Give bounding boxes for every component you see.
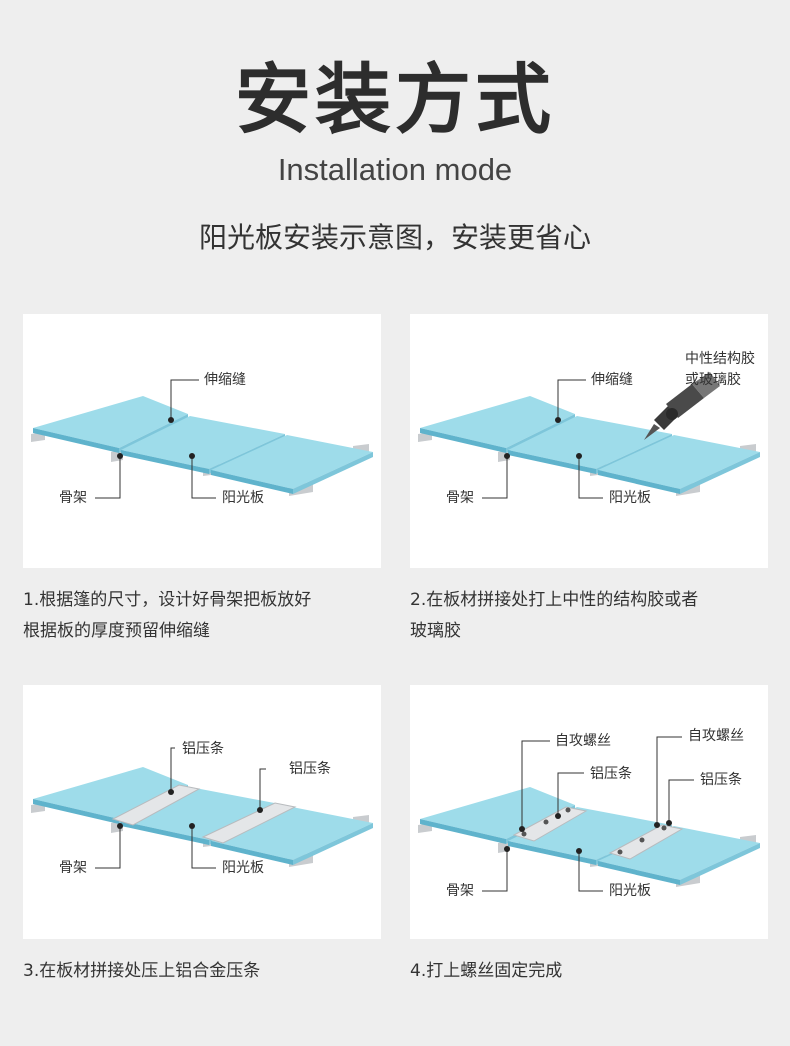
screw-icon xyxy=(639,837,645,843)
label-aluminum-strip-a: 铝压条 xyxy=(182,741,224,757)
label-sheet: 阳光板 xyxy=(609,490,651,506)
step-caption-4: 4.打上螺丝固定完成 xyxy=(410,961,563,981)
page-subtitle: Installation mode xyxy=(277,152,513,187)
label-glass-glue: 或玻璃胶 xyxy=(685,372,741,388)
label-frame: 骨架 xyxy=(446,883,474,899)
page-tagline: 阳光板安装示意图，安装更省心 xyxy=(198,221,591,254)
label-aluminum-strip-b: 铝压条 xyxy=(700,772,742,788)
diagram-panel-1: 伸缩缝 骨架 阳光板 xyxy=(23,314,381,568)
screw-icon xyxy=(543,819,549,825)
label-sheet: 阳光板 xyxy=(222,490,264,506)
label-expansion-gap: 伸缩缝 xyxy=(591,372,633,388)
diagram-panel-4: 自攻螺丝 自攻螺丝 铝压条 铝压条 骨架 阳光板 xyxy=(410,685,768,939)
screw-icon xyxy=(521,831,527,837)
install-diagram-2 xyxy=(418,372,760,499)
label-self-tapping-screw-b: 自攻螺丝 xyxy=(688,728,744,744)
diagram-panel-3: 铝压条 铝压条 骨架 阳光板 xyxy=(23,685,381,939)
screw-icon xyxy=(617,849,623,855)
label-frame: 骨架 xyxy=(59,860,87,876)
label-expansion-gap: 伸缩缝 xyxy=(204,372,246,388)
screw-icon xyxy=(661,825,667,831)
label-structural-glue: 中性结构胶 xyxy=(685,351,755,367)
install-diagram-4 xyxy=(418,736,760,892)
step-caption-2: 2.在板材拼接处打上中性的结构胶或者 玻璃胶 xyxy=(410,590,699,641)
step-caption-3: 3.在板材拼接处压上铝合金压条 xyxy=(23,961,261,981)
label-frame: 骨架 xyxy=(446,490,474,506)
label-aluminum-strip-a: 铝压条 xyxy=(590,766,632,782)
install-diagram-1 xyxy=(31,379,373,499)
label-self-tapping-screw-a: 自攻螺丝 xyxy=(555,733,611,749)
label-aluminum-strip-b: 铝压条 xyxy=(289,761,331,777)
label-frame: 骨架 xyxy=(59,490,87,506)
label-sheet: 阳光板 xyxy=(222,860,264,876)
step-caption-1: 1.根据篷的尺寸，设计好骨架把板放好 根据板的厚度预留伸缩缝 xyxy=(23,590,312,641)
screw-icon xyxy=(565,807,571,813)
diagram-panel-2: 伸缩缝 中性结构胶 或玻璃胶 骨架 阳光板 xyxy=(410,314,768,568)
label-sheet: 阳光板 xyxy=(609,883,651,899)
glue-gun-icon xyxy=(644,372,720,440)
page-title: 安装方式 xyxy=(235,55,555,144)
install-diagram-3 xyxy=(31,747,373,869)
